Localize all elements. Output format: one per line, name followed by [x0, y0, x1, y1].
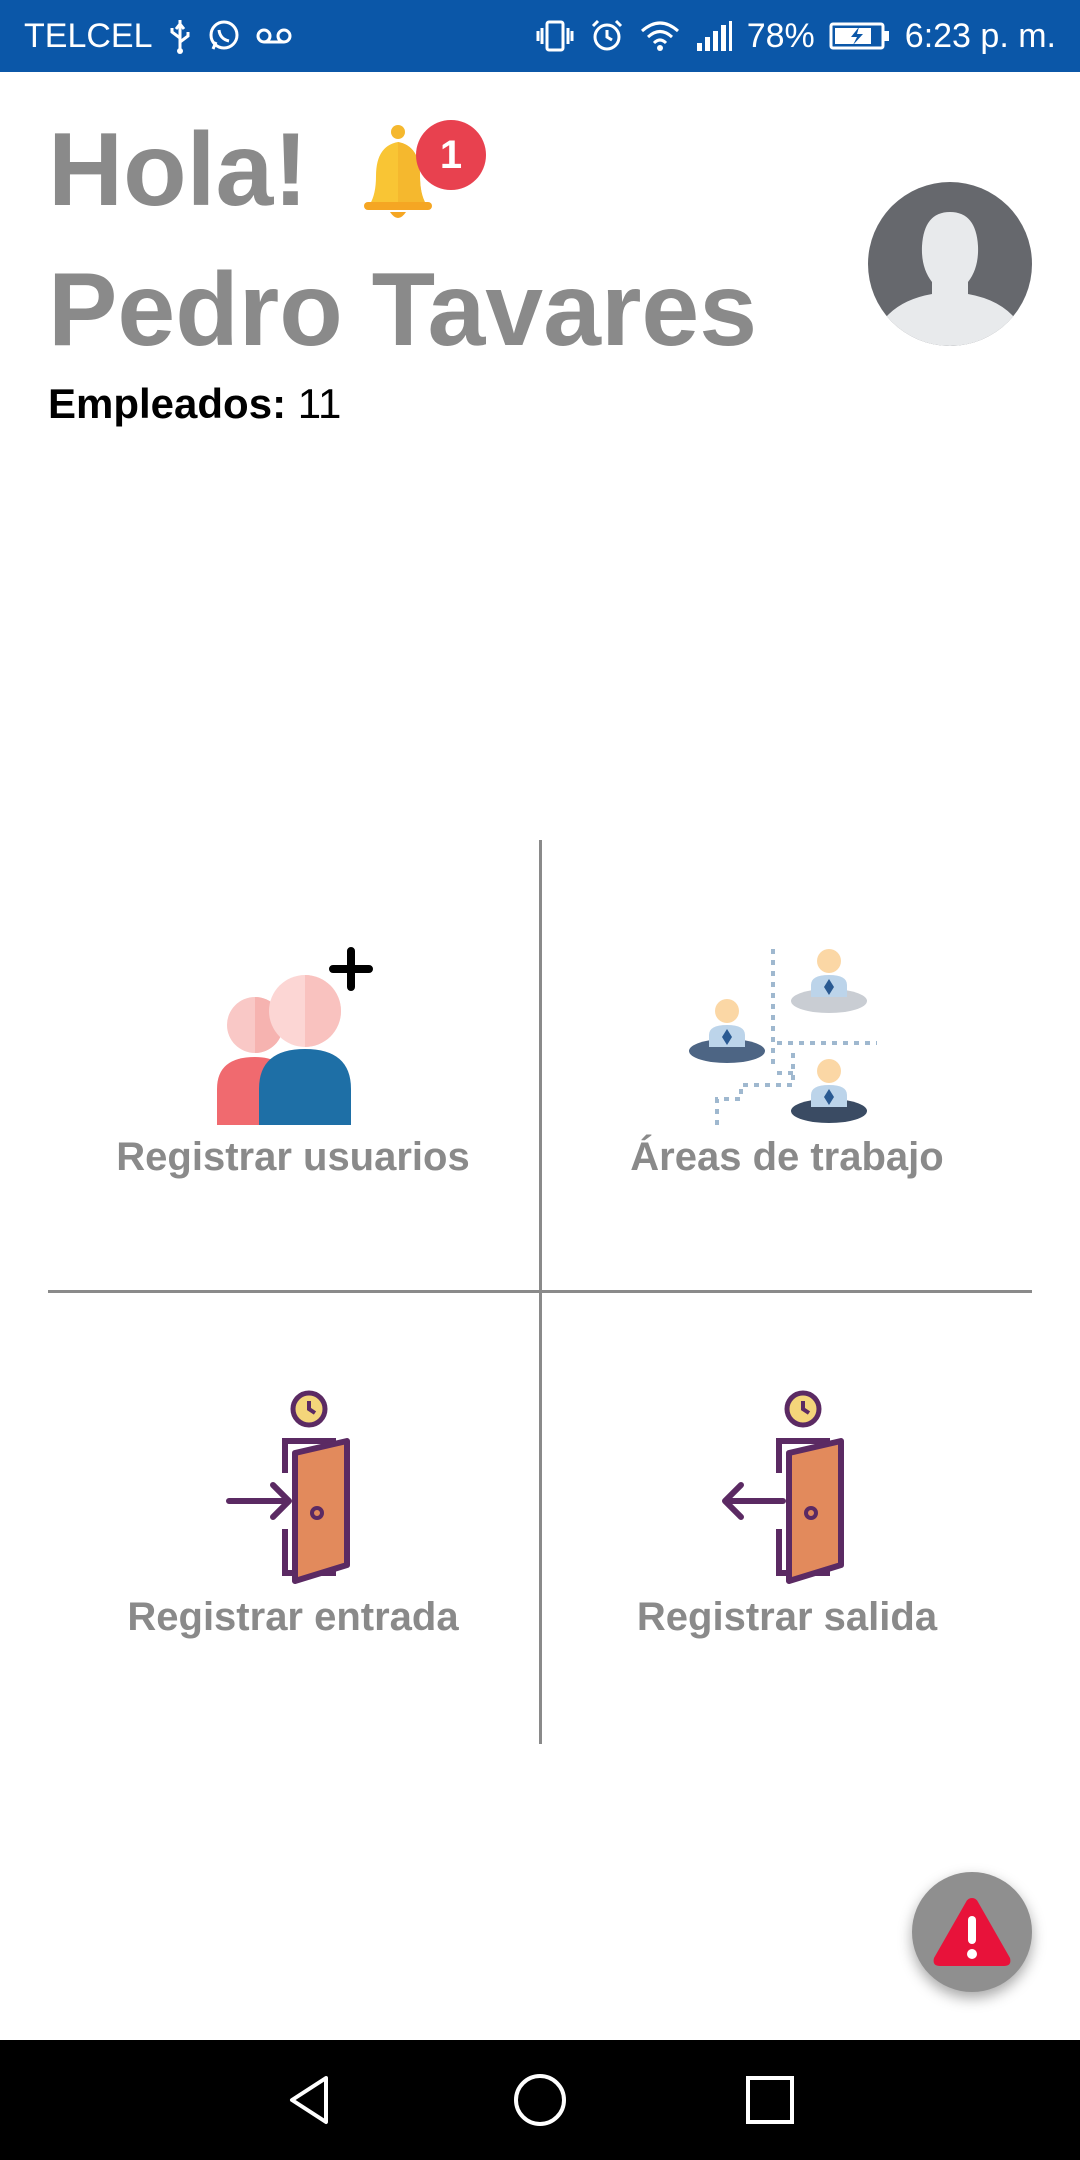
nav-home-button[interactable]	[500, 2060, 580, 2140]
register-entry-tile[interactable]: Registrar entrada	[48, 1200, 538, 1640]
employees-label: Empleados:	[48, 380, 287, 427]
add-users-icon	[193, 939, 393, 1129]
signal-icon	[695, 16, 733, 56]
vibrate-icon	[535, 16, 575, 56]
employees-count: 11	[297, 380, 342, 427]
register-users-tile[interactable]: Registrar usuarios	[48, 740, 538, 1180]
battery-charging-icon	[829, 16, 891, 56]
register-entry-label: Registrar entrada	[127, 1595, 459, 1639]
alarm-icon	[589, 16, 625, 56]
door-entry-icon	[193, 1389, 393, 1589]
register-users-label: Registrar usuarios	[116, 1135, 470, 1179]
work-areas-label: Áreas de trabajo	[630, 1135, 944, 1179]
work-areas-tile[interactable]: Áreas de trabajo	[542, 740, 1032, 1180]
wifi-icon	[639, 16, 681, 56]
whatsapp-icon	[207, 16, 241, 56]
navigation-bar	[0, 2040, 1080, 2160]
emergency-alert-button[interactable]	[912, 1872, 1032, 1992]
grid-horizontal-divider	[48, 1290, 1032, 1293]
alert-triangle-icon	[933, 1898, 1011, 1966]
home-circle-icon	[514, 2074, 566, 2126]
clock-time: 6:23 p. m.	[904, 16, 1056, 55]
voicemail-icon	[255, 16, 293, 56]
notifications-button[interactable]: 1	[356, 120, 486, 230]
nav-recents-button[interactable]	[730, 2060, 810, 2140]
nav-back-button[interactable]	[270, 2060, 350, 2140]
battery-percent: 78%	[746, 16, 815, 55]
register-exit-tile[interactable]: Registrar salida	[542, 1200, 1032, 1640]
profile-avatar[interactable]	[868, 182, 1032, 346]
status-right: 78% 6:23 p. m.	[535, 16, 1056, 56]
door-exit-icon	[687, 1389, 887, 1589]
register-exit-label: Registrar salida	[636, 1595, 938, 1639]
back-triangle-icon	[290, 2076, 328, 2124]
usb-icon	[167, 16, 193, 56]
greeting-title: Hola!	[48, 112, 308, 228]
notification-badge: 1	[416, 120, 486, 190]
user-name: Pedro Tavares	[48, 252, 758, 368]
status-left: TELCEL	[24, 16, 293, 56]
employees-count-row: Empleados: 11	[48, 380, 341, 428]
recents-square-icon	[746, 2076, 794, 2124]
work-areas-icon	[687, 939, 887, 1129]
carrier-name: TELCEL	[24, 16, 153, 55]
person-silhouette-icon	[882, 212, 1018, 346]
status-bar: TELCEL 78% 6:23 p. m.	[0, 0, 1080, 72]
